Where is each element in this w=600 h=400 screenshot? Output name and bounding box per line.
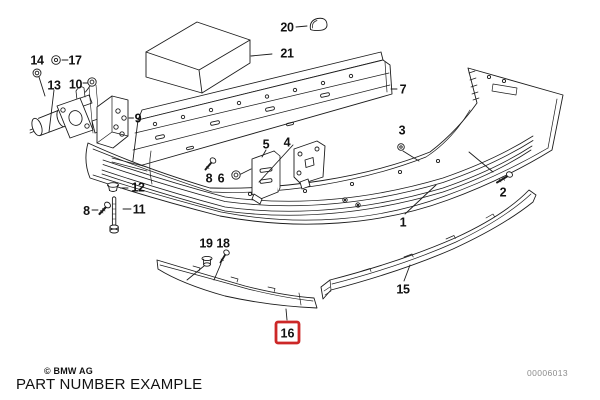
callout-3[interactable]: 3: [399, 124, 406, 138]
callout-17[interactable]: 17: [68, 54, 82, 68]
callout-7[interactable]: 7: [400, 83, 407, 97]
callout-21[interactable]: 21: [280, 47, 294, 61]
page-caption: PART NUMBER EXAMPLE: [16, 376, 203, 393]
bracket-part4: [293, 140, 326, 190]
nut-6-icon: [231, 170, 241, 180]
washer-17-icon: [51, 55, 61, 65]
callout-11[interactable]: 11: [133, 203, 146, 217]
mount-bracket-part9: [88, 84, 129, 149]
callout-19[interactable]: 19: [199, 237, 213, 251]
long-bolt-11-icon: [109, 196, 119, 234]
highlight-box-part16[interactable]: [274, 320, 301, 345]
lower-strip-part16: [156, 259, 318, 309]
grommet-19-icon: [201, 255, 213, 267]
callout-20[interactable]: 20: [280, 21, 294, 35]
callout-14[interactable]: 14: [30, 54, 44, 68]
flange-nut-12-icon: [107, 182, 119, 192]
callout-8-upper[interactable]: 8: [206, 172, 213, 186]
screw-2-icon: [496, 171, 513, 184]
callout-13[interactable]: 13: [47, 79, 61, 93]
callout-15[interactable]: 15: [396, 283, 410, 297]
callout-18[interactable]: 18: [216, 237, 230, 251]
screw-18-icon: [219, 249, 230, 264]
shock-absorber-part13: [29, 86, 108, 139]
bolt-8-icon: [98, 201, 111, 216]
callout-8-lower[interactable]: 8: [83, 204, 90, 218]
callout-1[interactable]: 1: [400, 216, 407, 230]
lower-strip-part15: [320, 189, 537, 300]
callout-labels: 20 21 14 17 13 10 9 12 8 11 8 6 5 4 7 3 …: [30, 21, 507, 341]
diagram-doc-number: 00006013: [527, 368, 569, 378]
callout-4[interactable]: 4: [284, 136, 291, 150]
callout-16-highlighted[interactable]: 16: [281, 327, 295, 341]
callout-6[interactable]: 6: [218, 172, 225, 186]
callout-12[interactable]: 12: [131, 181, 145, 195]
carrier-bar-part7: [131, 51, 393, 169]
nut-14-icon: [32, 68, 42, 78]
callout-2[interactable]: 2: [500, 186, 507, 200]
callout-5[interactable]: 5: [263, 138, 270, 152]
impact-absorber-box-part21: [145, 21, 251, 94]
callout-10[interactable]: 10: [69, 78, 83, 92]
screw-8-upper-icon: [204, 157, 217, 171]
cap-icon: [309, 17, 328, 31]
callout-9[interactable]: 9: [135, 112, 142, 126]
clip-3-icon: [397, 143, 405, 151]
leader-lines: [38, 25, 494, 321]
nut-10-icon: [87, 77, 97, 87]
bmw-copyright: © BMW AG: [44, 366, 93, 376]
bumper-trim-part1: [85, 67, 564, 225]
